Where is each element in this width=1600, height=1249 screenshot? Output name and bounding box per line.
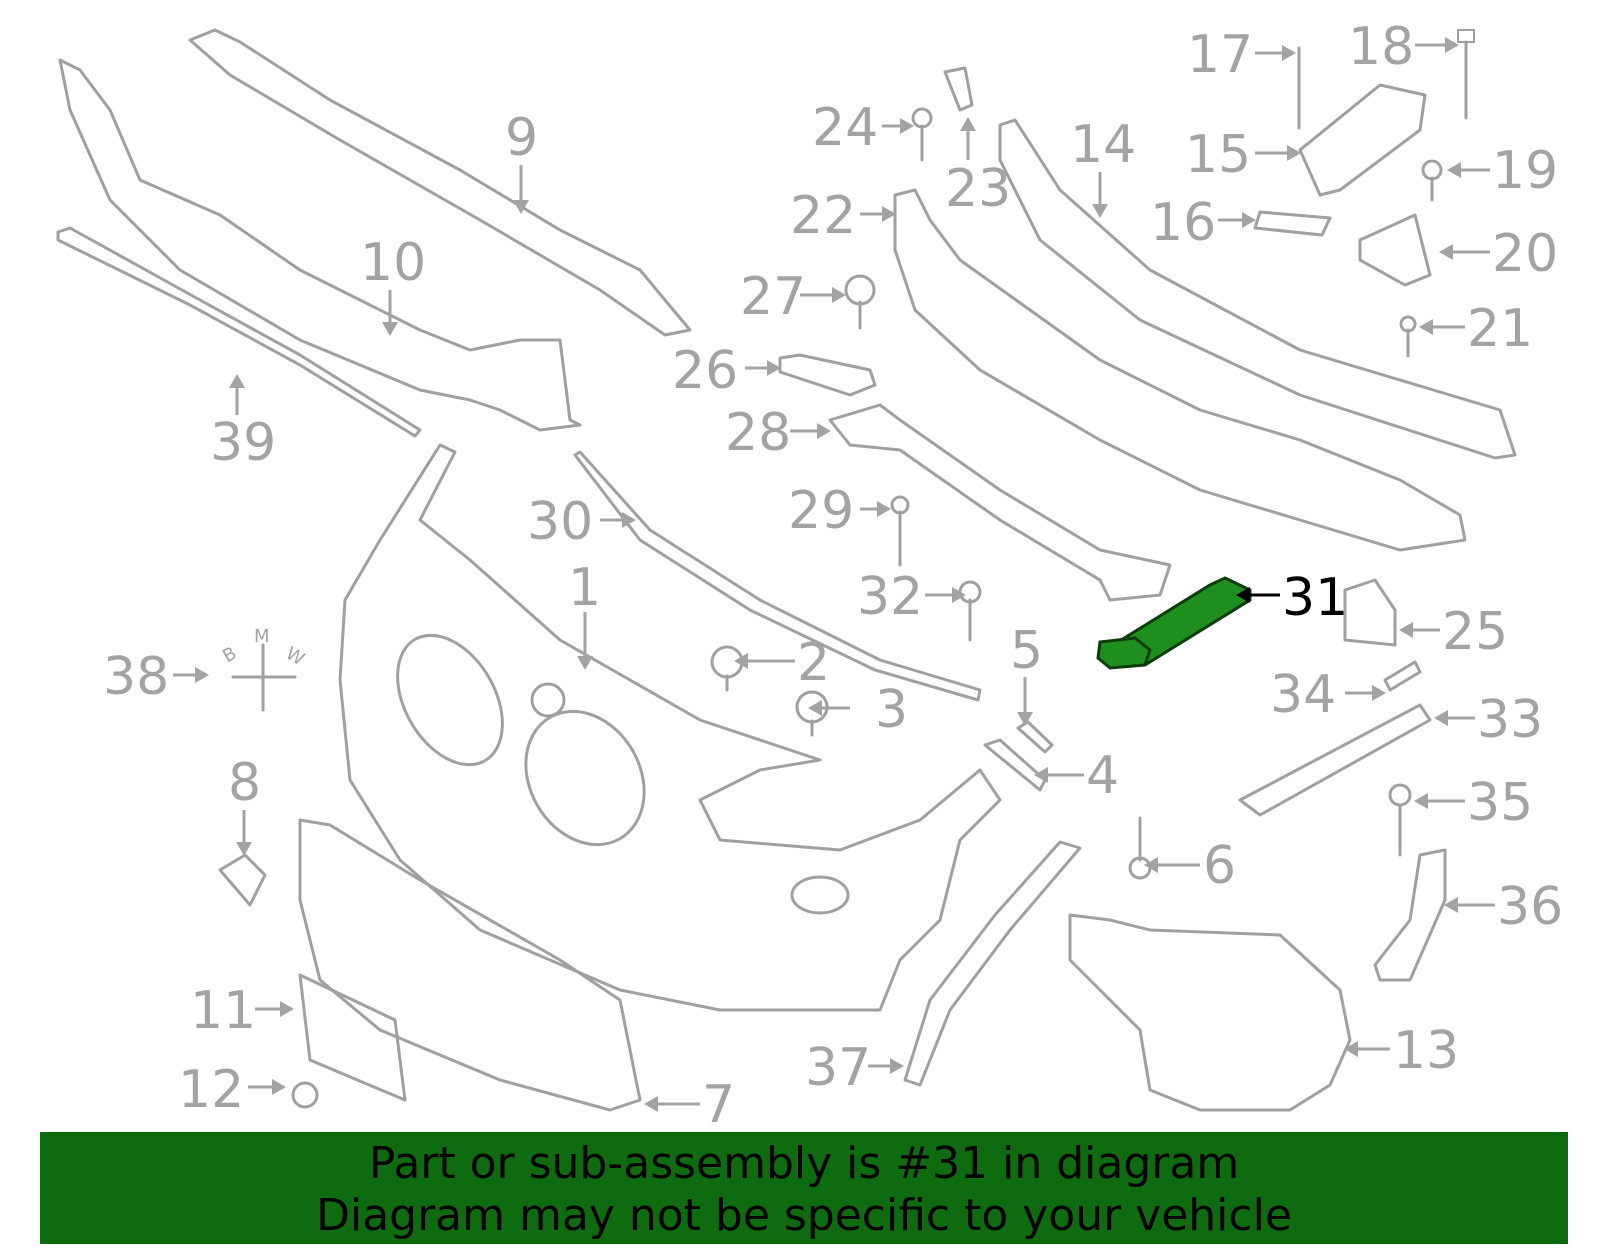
callout-30[interactable]: 30 [527, 492, 593, 552]
emblem-letter: M [254, 626, 270, 647]
info-banner: Part or sub-assembly is #31 in diagram D… [40, 1132, 1568, 1244]
callout-36[interactable]: 36 [1497, 877, 1563, 937]
emblem-letter: B [219, 643, 240, 667]
callout-38[interactable]: 38 [103, 647, 169, 707]
leader-arrows [173, 37, 1495, 1112]
callout-31[interactable]: 31 [1282, 568, 1348, 628]
part-7-lower-grille [298, 818, 642, 1112]
part-10-grille-frame [58, 58, 582, 432]
callout-4[interactable]: 4 [1086, 746, 1119, 806]
part-15-mount [1298, 83, 1427, 197]
callout-9[interactable]: 9 [505, 108, 538, 168]
callout-37[interactable]: 37 [805, 1038, 871, 1098]
part-38-emblem [231, 643, 297, 712]
part-33-rail [1238, 703, 1432, 817]
callout-10[interactable]: 10 [360, 233, 426, 293]
part-31-highlighted[interactable] [1096, 576, 1252, 670]
callout-5[interactable]: 5 [1010, 621, 1043, 681]
callout-21[interactable]: 21 [1467, 299, 1533, 359]
callout-24[interactable]: 24 [812, 98, 878, 158]
part-13-bracket [1068, 913, 1352, 1112]
callout-23[interactable]: 23 [945, 159, 1011, 219]
callout-20[interactable]: 20 [1492, 224, 1558, 284]
banner-line-disclaimer: Diagram may not be specific to your vehi… [316, 1190, 1292, 1241]
part-23-bracket [943, 66, 974, 112]
part-1-emblem-hole [530, 682, 566, 718]
callout-1[interactable]: 1 [568, 558, 601, 618]
callout-12[interactable]: 12 [178, 1060, 244, 1120]
part-11-plate-bracket [298, 973, 407, 1102]
callout-22[interactable]: 22 [790, 186, 856, 246]
callout-13[interactable]: 13 [1393, 1021, 1459, 1081]
callout-28[interactable]: 28 [725, 403, 791, 463]
callout-6[interactable]: 6 [1203, 836, 1236, 896]
callout-18[interactable]: 18 [1348, 17, 1414, 77]
callout-19[interactable]: 19 [1492, 141, 1558, 201]
part-28-rail [828, 403, 1172, 602]
part-4-clip [983, 738, 1047, 792]
callout-3[interactable]: 3 [875, 680, 908, 740]
callout-16[interactable]: 16 [1150, 193, 1216, 253]
part-22-absorber [893, 188, 1467, 552]
part-5-piece [1016, 720, 1054, 754]
part-drawings [56, 28, 1517, 1112]
callout-32[interactable]: 32 [857, 567, 923, 627]
callout-25[interactable]: 25 [1442, 602, 1508, 662]
callout-27[interactable]: 27 [740, 267, 806, 327]
part-26-bracket [778, 353, 877, 397]
callout-labels: 1 2 3 4 5 6 7 8 9 10 11 12 13 14 15 16 1… [103, 17, 1563, 1135]
part-16-plate [1253, 210, 1332, 237]
part-37-strip [903, 840, 1082, 1087]
part-1-grille-left [396, 633, 504, 767]
part-30-seal [573, 450, 982, 702]
callout-8[interactable]: 8 [228, 753, 261, 813]
part-1-grille-right [524, 709, 646, 847]
callout-26[interactable]: 26 [672, 341, 738, 401]
callout-11[interactable]: 11 [190, 981, 256, 1041]
callout-7[interactable]: 7 [702, 1075, 735, 1135]
part-12-clip [291, 1081, 319, 1109]
part-9-upper-trim [188, 28, 692, 337]
part-1-fog-hole [790, 875, 850, 915]
part-39-trim-strip [56, 226, 422, 438]
part-25-bracket [1343, 578, 1397, 647]
part-20-bracket [1358, 213, 1432, 287]
callout-39[interactable]: 39 [210, 413, 276, 473]
part-36-bracket [1373, 848, 1447, 982]
part-1-bumper-cover [338, 443, 1002, 1012]
emblem-letter: W [282, 643, 308, 670]
callout-15[interactable]: 15 [1185, 125, 1251, 185]
part-8-cover [218, 853, 267, 907]
part-14-beam [998, 118, 1517, 460]
banner-line-part: Part or sub-assembly is #31 in diagram [368, 1138, 1240, 1189]
callout-29[interactable]: 29 [788, 481, 854, 541]
fasteners [710, 29, 1475, 880]
callout-14[interactable]: 14 [1070, 115, 1136, 175]
callout-2[interactable]: 2 [797, 633, 830, 693]
callout-17[interactable]: 17 [1187, 25, 1253, 85]
callout-34[interactable]: 34 [1270, 665, 1336, 725]
callout-33[interactable]: 33 [1477, 690, 1543, 750]
part-34-clip [1383, 660, 1422, 692]
callout-35[interactable]: 35 [1467, 773, 1533, 833]
